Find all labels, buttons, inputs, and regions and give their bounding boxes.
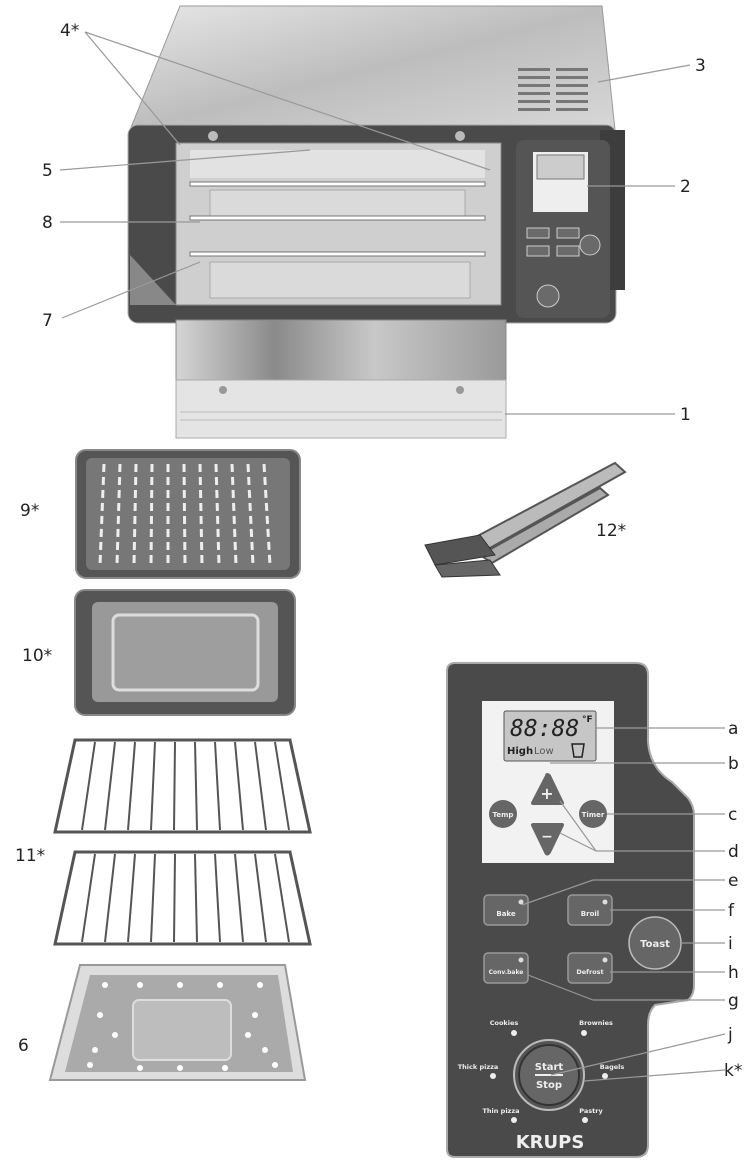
callout-d: d (728, 842, 739, 862)
wire-rack-2 (53, 850, 312, 946)
callout-j: j (727, 1025, 733, 1045)
callout-2: 2 (680, 177, 691, 197)
callout-11: 11* (15, 846, 45, 866)
callout-12: 12* (596, 521, 626, 541)
svg-text:Pastry: Pastry (579, 1107, 603, 1115)
svg-text:Bake: Bake (496, 910, 516, 918)
indicator-light (518, 957, 524, 963)
timer-button[interactable]: Timer (579, 800, 607, 828)
callout-10: 10* (22, 646, 52, 666)
vent-icon (518, 68, 588, 111)
rack-position-top (189, 181, 486, 187)
pizza-tray (48, 964, 307, 1081)
svg-text:Bagels: Bagels (600, 1063, 625, 1071)
defrost-button[interactable]: Defrost (567, 952, 613, 984)
callout-f: f (728, 901, 735, 921)
svg-text:Brownies: Brownies (579, 1019, 613, 1027)
svg-text:Cookies: Cookies (490, 1019, 519, 1027)
low-indicator: Low (534, 746, 554, 757)
svg-text:Conv.bake: Conv.bake (489, 969, 524, 976)
wire-rack-1 (53, 738, 312, 834)
rack-tongs (424, 461, 627, 578)
callout-e: e (728, 871, 738, 891)
svg-text:Timer: Timer (582, 811, 605, 819)
callout-k: k* (724, 1061, 742, 1081)
indicator-light (518, 899, 524, 905)
preset-bagels: Bagels (600, 1063, 625, 1079)
svg-text:Defrost: Defrost (576, 968, 603, 976)
krups-logo: KRUPS (516, 1132, 585, 1153)
baking-pan (74, 589, 296, 716)
broil-pan (75, 449, 301, 579)
control-panel: 88:88 °F High Low + − Temp Timer Bake (446, 662, 695, 1158)
start-stop-button[interactable]: Start Stop (513, 1039, 585, 1111)
svg-text:−: − (541, 829, 553, 845)
toast-icon (571, 743, 585, 758)
minus-button[interactable]: − (531, 823, 564, 856)
callout-a: a (728, 719, 738, 739)
broil-button[interactable]: Broil (567, 894, 613, 926)
svg-text:+: + (540, 784, 553, 803)
callout-4: 4* (60, 21, 79, 41)
svg-text:Broil: Broil (581, 910, 599, 918)
callout-9: 9* (20, 501, 39, 521)
conv-bake-button[interactable]: Conv.bake (483, 952, 529, 984)
svg-text:Temp: Temp (493, 811, 514, 819)
callout-3: 3 (695, 56, 706, 76)
indicator-light (602, 899, 608, 905)
callout-1: 1 (680, 405, 691, 425)
heating-element (190, 150, 485, 178)
bake-button[interactable]: Bake (483, 894, 529, 926)
svg-text:Thick pizza: Thick pizza (458, 1063, 499, 1071)
svg-text:Toast: Toast (640, 939, 670, 950)
preset-pastry: Pastry (579, 1107, 603, 1123)
indicator-light (602, 957, 608, 963)
preset-thick-pizza: Thick pizza (458, 1063, 499, 1079)
time-readout: 88:88 (510, 716, 579, 742)
toast-button[interactable]: Toast (628, 916, 682, 970)
callout-7: 7 (42, 311, 53, 331)
plus-button[interactable]: + (531, 773, 564, 805)
callout-5: 5 (42, 161, 53, 181)
rack-position-bottom (189, 251, 486, 257)
unit-readout: °F (582, 715, 593, 725)
callout-h: h (728, 963, 739, 983)
svg-text:Start: Start (535, 1062, 564, 1073)
callout-c: c (728, 805, 737, 825)
crumb-tray (175, 379, 507, 439)
toaster-oven (127, 5, 625, 439)
callout-b: b (728, 754, 739, 774)
svg-text:Stop: Stop (536, 1080, 562, 1091)
callout-i: i (728, 934, 733, 954)
preset-brownies: Brownies (579, 1019, 613, 1036)
preset-cookies: Cookies (490, 1019, 519, 1036)
callout-g: g (728, 991, 739, 1011)
callout-8: 8 (42, 213, 53, 233)
high-indicator: High (507, 746, 533, 757)
svg-text:Thin pizza: Thin pizza (482, 1107, 519, 1115)
callout-6: 6 (18, 1036, 29, 1056)
preset-thin-pizza: Thin pizza (482, 1107, 520, 1123)
rack-position-middle (189, 215, 486, 221)
temp-button[interactable]: Temp (489, 800, 517, 828)
